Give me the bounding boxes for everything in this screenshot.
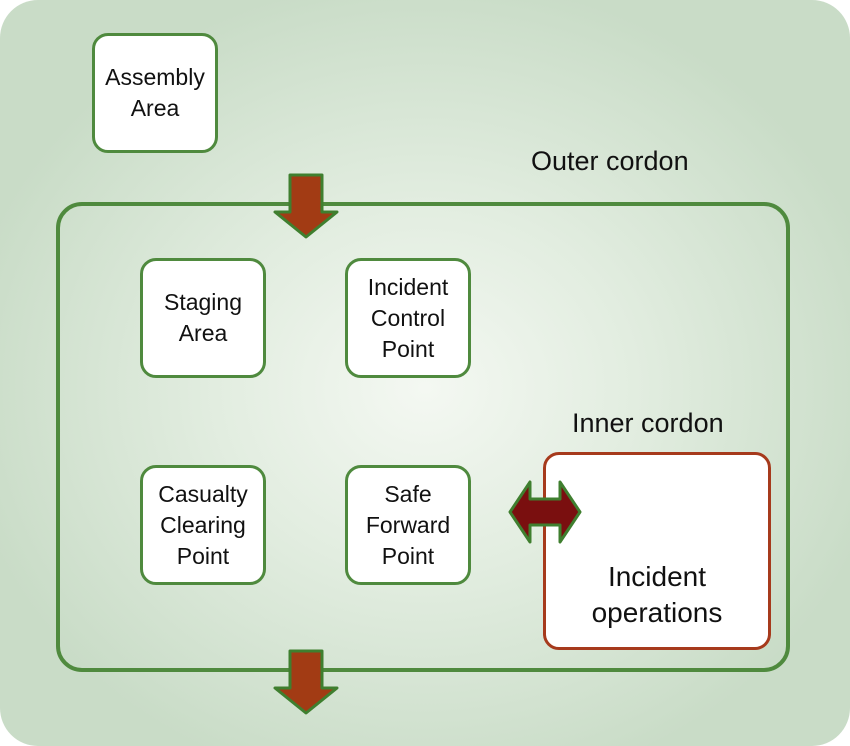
assembly-area-line1: Assembly bbox=[105, 64, 205, 90]
staging-area-line2: Area bbox=[178, 320, 228, 346]
casualty-clearing-point-line2: Clearing bbox=[160, 511, 246, 538]
incident-control-point-line3: Point bbox=[381, 335, 435, 362]
casualty-clearing-point-line1: Casualty bbox=[158, 480, 248, 507]
inner-cordon-box: Incident operations bbox=[543, 452, 771, 650]
safe-forward-point-line2: Forward bbox=[365, 511, 451, 538]
safe-forward-point-box: Safe Forward Point bbox=[345, 465, 471, 585]
assembly-area-box: Assembly Area bbox=[92, 33, 218, 153]
incident-control-point-box: Incident Control Point bbox=[345, 258, 471, 378]
incident-operations-line2: operations bbox=[591, 597, 723, 628]
casualty-clearing-point-line3: Point bbox=[176, 542, 230, 569]
safe-forward-point-line3: Point bbox=[381, 542, 435, 569]
assembly-area-line2: Area bbox=[130, 95, 180, 121]
outer-cordon-label: Outer cordon bbox=[531, 146, 689, 176]
inner-cordon-label: Inner cordon bbox=[572, 408, 724, 438]
staging-area-box: Staging Area bbox=[140, 258, 266, 378]
staging-area-line1: Staging bbox=[163, 289, 242, 315]
incident-control-point-line2: Control bbox=[370, 304, 446, 331]
outer-cordon-boundary bbox=[56, 202, 790, 672]
incident-operations-line1: Incident bbox=[607, 561, 707, 592]
safe-forward-point-line1: Safe bbox=[384, 480, 432, 507]
casualty-clearing-point-box: Casualty Clearing Point bbox=[140, 465, 266, 585]
incident-control-point-line1: Incident bbox=[367, 273, 449, 300]
incident-operations-text: Incident operations bbox=[546, 559, 768, 631]
